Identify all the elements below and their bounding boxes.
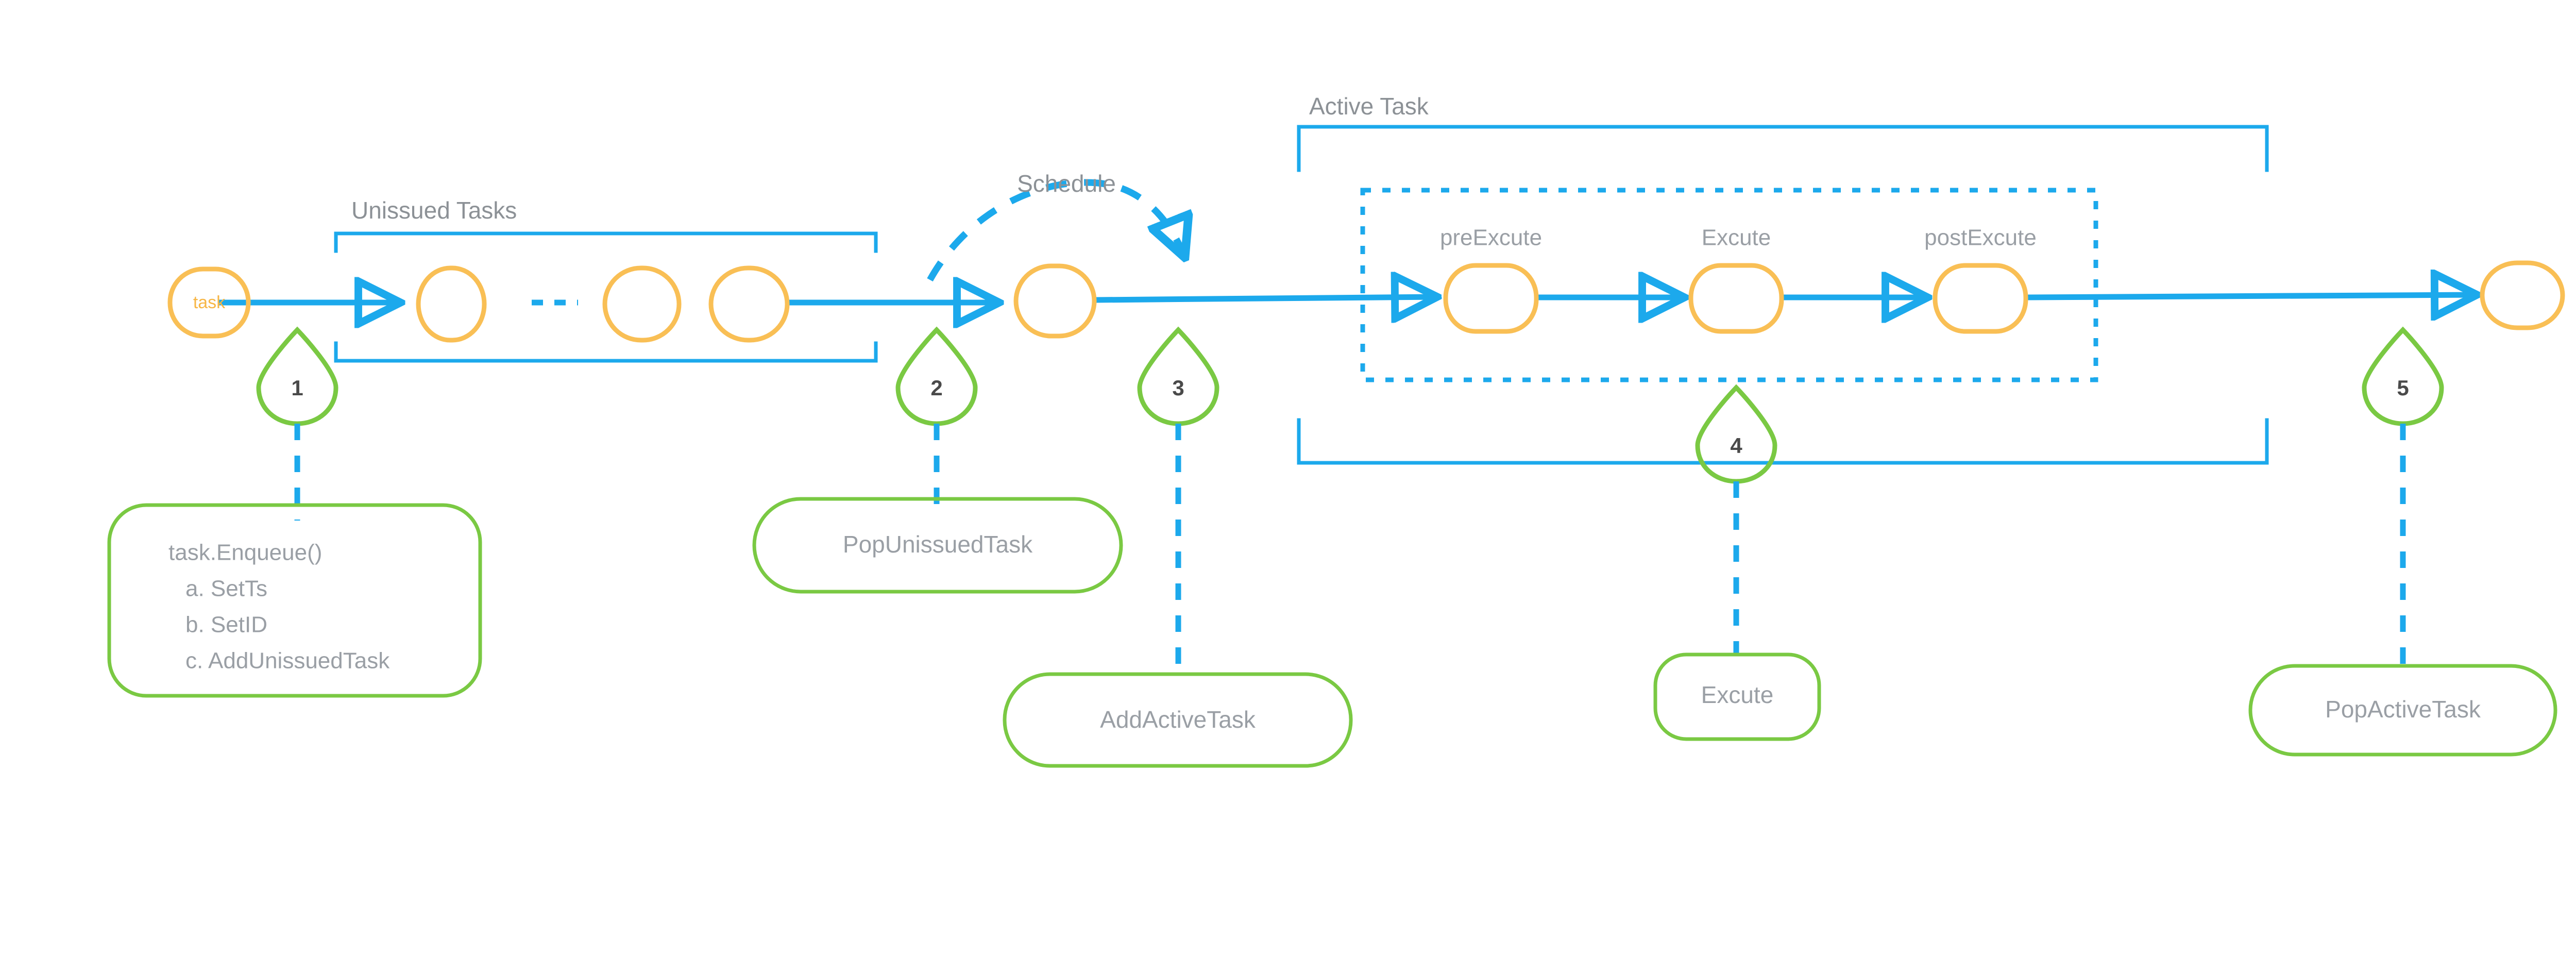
callout-pop-unissued-label: PopUnissuedTask [843, 531, 1033, 558]
callout-enqueue-step-b: b. SetID [185, 612, 267, 638]
callout-pop-active-label: PopActiveTask [2325, 696, 2481, 723]
node-post-excute-shape [1933, 263, 2028, 334]
schedule-arc [927, 179, 1185, 282]
bracket-bottom-unissued [334, 341, 878, 363]
bracket-top-unissued [334, 231, 878, 253]
node-pre-excute[interactable]: preExcute [1440, 225, 1542, 334]
node-task[interactable]: task [167, 266, 251, 339]
node-post-excute-label: postExcute [1924, 225, 2037, 250]
flow-arrows [219, 295, 2477, 303]
node-pre-excute-shape [1443, 263, 1539, 334]
node-done-shape [2480, 260, 2565, 330]
node-task-shape [167, 266, 251, 339]
step-marker-5-number: 5 [2397, 376, 2409, 400]
node-done[interactable] [2480, 260, 2565, 330]
callout-pop-active-box [2248, 664, 2557, 757]
node-scheduled-shape [1013, 263, 1097, 339]
step-marker-1[interactable]: 1 [256, 326, 338, 521]
callout-add-active-box [1003, 672, 1353, 768]
step-marker-4[interactable]: 4 [1695, 384, 1777, 654]
bracket-top-active [1297, 125, 2269, 172]
callout-enqueue-step-a: a. SetTs [185, 576, 267, 601]
node-pre-excute-label: preExcute [1440, 225, 1542, 250]
node-unissued-2[interactable] [602, 265, 682, 343]
execute-phase-dashed-box [1360, 188, 2098, 382]
node-unissued-1[interactable] [416, 265, 487, 343]
node-task-label: task [193, 293, 226, 312]
schedule-transition: Schedule [927, 170, 1185, 282]
node-excute-label: Excute [1702, 225, 1771, 250]
node-scheduled[interactable] [1013, 263, 1097, 339]
callout-pop-unissued[interactable]: PopUnissuedTask [752, 497, 1123, 594]
callout-enqueue-step-c: c. AddUnissuedTask [185, 648, 390, 674]
step-marker-2-number: 2 [930, 376, 942, 400]
group-bracket-active: Active Task [1297, 93, 2269, 465]
bracket-bottom-active [1297, 418, 2269, 465]
step-marker-4-number: 4 [1730, 433, 1742, 458]
step-marker-5[interactable]: 5 [2362, 326, 2444, 664]
group-label-unissued: Unissued Tasks [351, 197, 517, 224]
node-unissued-3[interactable] [708, 265, 790, 343]
node-excute-shape [1688, 263, 1784, 334]
callout-excute-label: Excute [1701, 681, 1774, 708]
group-bracket-unissued: Unissued Tasks [334, 197, 878, 363]
step-marker-3[interactable]: 3 [1137, 326, 1219, 670]
step-marker-2[interactable]: 2 [895, 326, 978, 515]
callout-excute-box [1653, 652, 1821, 741]
node-unissued-3-shape [708, 265, 790, 343]
step-marker-1-number: 1 [291, 376, 303, 400]
schedule-label: Schedule [1017, 170, 1116, 197]
node-unissued-1-shape [416, 265, 487, 343]
callout-add-active-label: AddActiveTask [1100, 706, 1256, 733]
callout-pop-unissued-box [752, 497, 1123, 594]
flow-postexcute-to-done [2023, 295, 2477, 297]
callout-enqueue-title: task.Enqueue() [168, 540, 322, 565]
node-unissued-2-shape [602, 265, 682, 343]
flow-schedule-to-preexcute [1094, 297, 1437, 300]
callout-pop-active[interactable]: PopActiveTask [2248, 664, 2557, 757]
callout-excute[interactable]: Excute [1653, 652, 1821, 741]
node-excute[interactable]: Excute [1688, 225, 1784, 334]
node-post-excute[interactable]: postExcute [1924, 225, 2037, 334]
callout-enqueue[interactable]: task.Enqueue() a. SetTs b. SetID c. AddU… [107, 503, 482, 698]
callout-enqueue-box [107, 503, 482, 698]
group-label-active: Active Task [1309, 93, 1429, 120]
callout-add-active[interactable]: AddActiveTask [1003, 672, 1353, 768]
step-marker-3-number: 3 [1172, 376, 1184, 400]
